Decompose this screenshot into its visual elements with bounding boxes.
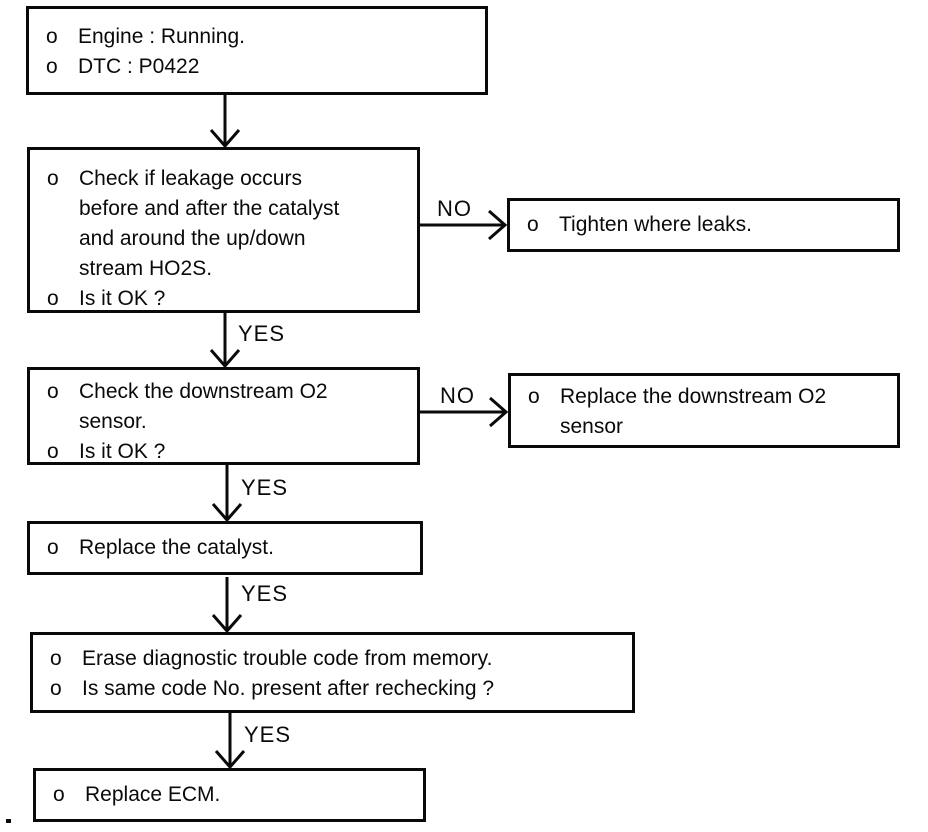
bullet-marker: o [527,213,539,236]
bullet-marker: o [47,167,59,190]
node-item: o Erase diagnostic trouble code from mem… [50,644,628,674]
node-tighten-leaks: o Tighten where leaks. [507,198,900,252]
node-erase-dtc: o Erase diagnostic trouble code from mem… [30,632,635,713]
node-replace-ecm: o Replace ECM. [33,768,426,822]
no-label-2: NO [440,383,475,408]
node-item-text: Check if leakage occurs before and after… [79,167,340,280]
node-item: o Engine : Running. [46,22,477,52]
arrow-down-yes-to-erase-dtc [211,577,243,634]
yes-label-4: YES [244,722,292,747]
node-item: o Replace ECM. [53,780,419,810]
yes-label-3: YES [241,581,289,606]
node-replace-catalyst: o Replace the catalyst. [27,521,423,575]
node-item-text: Replace the downstream O2 sensor [560,385,827,438]
node-item: o Replace the catalyst. [47,533,416,563]
bullet-marker: o [53,783,65,806]
node-item-text: Erase diagnostic trouble code from memor… [82,647,493,670]
node-check-o2-sensor: o Check the downstream O2 sensor. o Is i… [27,367,420,465]
stray-mark [6,819,11,823]
yes-label-1: YES [238,321,286,346]
node-item-text: Is it OK ? [79,440,166,463]
node-item-text: Engine : Running. [78,25,245,48]
node-item-text: Is same code No. present after recheckin… [82,677,495,700]
bullet-marker: o [47,440,59,463]
node-item: o Tighten where leaks. [527,210,893,240]
bullet-marker: o [46,25,58,48]
bullet-marker: o [50,647,62,670]
arrow-down-yes-to-replace-ecm [214,713,246,770]
arrow-down-yes-to-check-o2 [209,313,241,369]
node-item: o Is it OK ? [47,437,413,467]
node-item: o Is same code No. present after recheck… [50,674,628,704]
node-item-text: Is it OK ? [79,287,166,310]
bullet-marker: o [528,385,540,408]
node-item: o Replace the downstream O2 sensor [528,382,893,442]
node-check-leakage: o Check if leakage occurs before and aft… [27,147,420,313]
node-item: o DTC : P0422 [46,52,477,82]
node-replace-o2-sensor: o Replace the downstream O2 sensor [508,373,900,448]
bullet-marker: o [46,55,58,78]
bullet-marker: o [47,380,59,403]
node-item: o Check if leakage occurs before and aft… [47,164,413,284]
yes-label-2: YES [241,475,289,500]
bullet-marker: o [47,536,59,559]
node-item-text: Check the downstream O2 sensor. [79,380,328,433]
no-label-1: NO [437,196,472,221]
node-item-text: Replace ECM. [85,783,221,806]
arrow-down-yes-to-replace-catalyst [211,465,243,523]
node-item-text: Replace the catalyst. [79,536,274,559]
bullet-marker: o [47,287,59,310]
bullet-marker: o [50,677,62,700]
node-item: o Check the downstream O2 sensor. [47,377,413,437]
node-item-text: Tighten where leaks. [559,213,752,236]
node-item: o Is it OK ? [47,284,413,314]
arrow-down-start-to-check-leakage [209,95,241,149]
node-item-text: DTC : P0422 [78,55,200,78]
node-engine-dtc: o Engine : Running. o DTC : P0422 [26,6,488,95]
